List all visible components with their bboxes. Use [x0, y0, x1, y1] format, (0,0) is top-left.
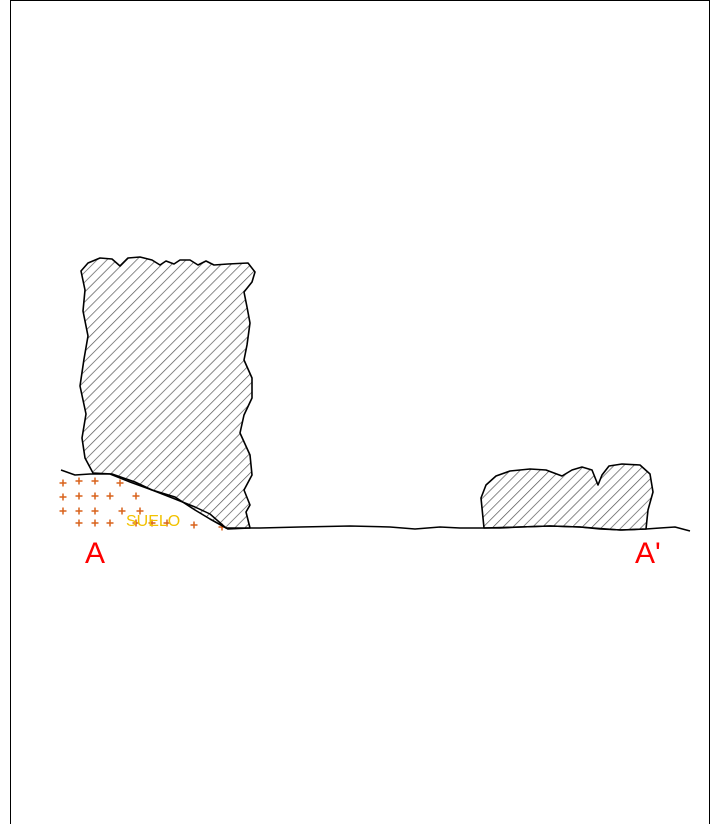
soil-label: SUELO — [126, 513, 180, 530]
soil-plus-mark — [117, 480, 124, 487]
soil-plus-mark — [107, 520, 114, 527]
tall-stone-block — [80, 257, 255, 529]
soil-plus-mark — [191, 522, 198, 529]
soil-plus-mark — [92, 520, 99, 527]
soil-plus-mark — [133, 493, 140, 500]
soil-plus-mark — [60, 508, 67, 515]
soil-plus-mark — [92, 493, 99, 500]
soil-plus-mark — [92, 508, 99, 515]
section-start-label: A — [85, 537, 105, 570]
soil-plus-mark — [119, 508, 126, 515]
soil-plus-mark — [76, 520, 83, 527]
soil-plus-mark — [107, 493, 114, 500]
soil-plus-mark — [60, 480, 67, 487]
section-end-label: A' — [635, 537, 661, 570]
soil-plus-mark — [76, 508, 83, 515]
soil-plus-mark — [92, 478, 99, 485]
soil-plus-mark — [76, 478, 83, 485]
low-stone-block — [481, 464, 653, 530]
soil-plus-mark — [60, 494, 67, 501]
soil-plus-mark — [76, 493, 83, 500]
